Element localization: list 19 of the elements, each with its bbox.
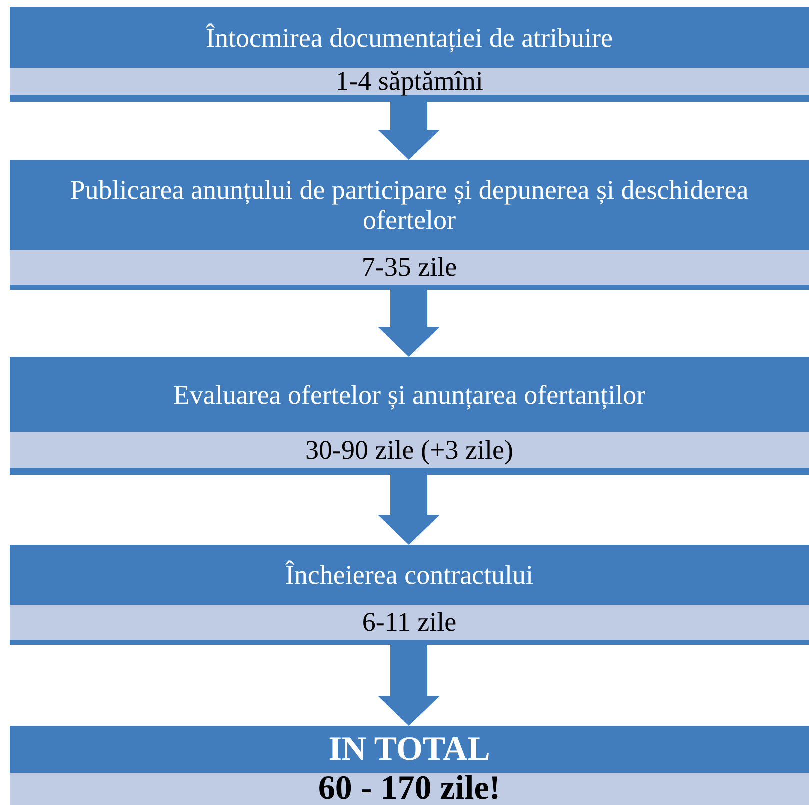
step-title: Publicarea anunțului de participare și depunerea și deschiderea ofertelor xyxy=(69,174,750,237)
step-title: Încheierea contractului xyxy=(284,559,535,592)
step-box xyxy=(10,545,809,645)
down-arrow xyxy=(378,645,440,726)
step-box xyxy=(10,357,809,475)
down-arrow xyxy=(378,102,440,160)
duration-band: 1-4 săptămîni xyxy=(10,68,809,95)
step-box xyxy=(10,7,809,102)
step-title: Evaluarea ofertelor și anunțarea ofertanților xyxy=(172,378,647,412)
duration-band: 7-35 zile xyxy=(10,250,809,285)
down-arrow xyxy=(378,475,440,545)
duration-band: 6-11 zile xyxy=(10,605,809,640)
step-title: Întocmirea documentației de atribuire xyxy=(204,22,614,55)
step-title: IN TOTAL xyxy=(328,730,492,770)
down-arrow xyxy=(378,290,440,357)
step-box xyxy=(10,726,809,805)
duration-band: 60 - 170 zile! xyxy=(10,773,809,805)
duration-band: 30-90 zile (+3 zile) xyxy=(10,432,809,468)
step-box xyxy=(10,160,809,290)
